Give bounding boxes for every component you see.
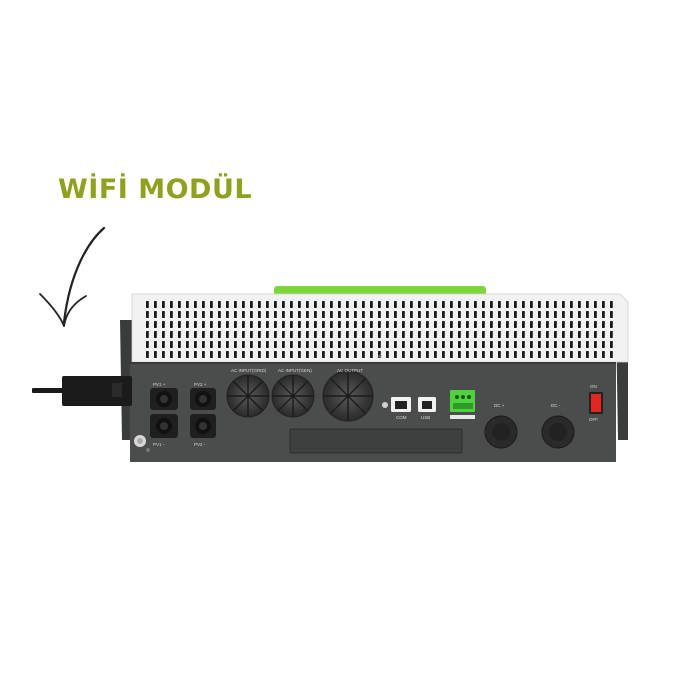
- dry-contact-terminal: [450, 390, 475, 419]
- usb-port[interactable]: [418, 397, 436, 412]
- wifi-module-caption: WİFİ MODÜL: [58, 174, 253, 205]
- label-dc-pos: DC +: [494, 403, 505, 408]
- label-usb: USB: [421, 415, 431, 420]
- vent-grille: [144, 300, 616, 358]
- cable-gland: [226, 370, 374, 422]
- label-pv2-neg: PV2 -: [194, 442, 206, 447]
- arrow-down-icon: [39, 226, 106, 327]
- label-pv2-pos: PV2 +: [194, 382, 207, 387]
- cover-logo: ✻: [378, 354, 382, 360]
- label-switch-off: OFF: [589, 417, 598, 422]
- label-switch-on: ON: [590, 384, 597, 389]
- label-com: COM: [396, 415, 407, 420]
- rj45-port[interactable]: [391, 397, 411, 412]
- label-dc-neg: DC -: [551, 403, 561, 408]
- dc-gland: [484, 415, 575, 449]
- bottom-cover-plate: [289, 428, 463, 454]
- label-ac-output: AC OUTPUT: [337, 368, 364, 373]
- pv-connectors: [150, 388, 216, 438]
- label-ac-input-grid: AC INPUT(GRID): [231, 368, 267, 373]
- wifi-module-plug: [32, 376, 132, 406]
- ground-screw: [134, 435, 150, 452]
- label-ac-input-gen: AC INPUT(GEN): [278, 368, 312, 373]
- label-pv1-pos: PV1 +: [153, 382, 166, 387]
- label-pv1-neg: PV1 -: [153, 442, 165, 447]
- power-switch[interactable]: [589, 392, 603, 414]
